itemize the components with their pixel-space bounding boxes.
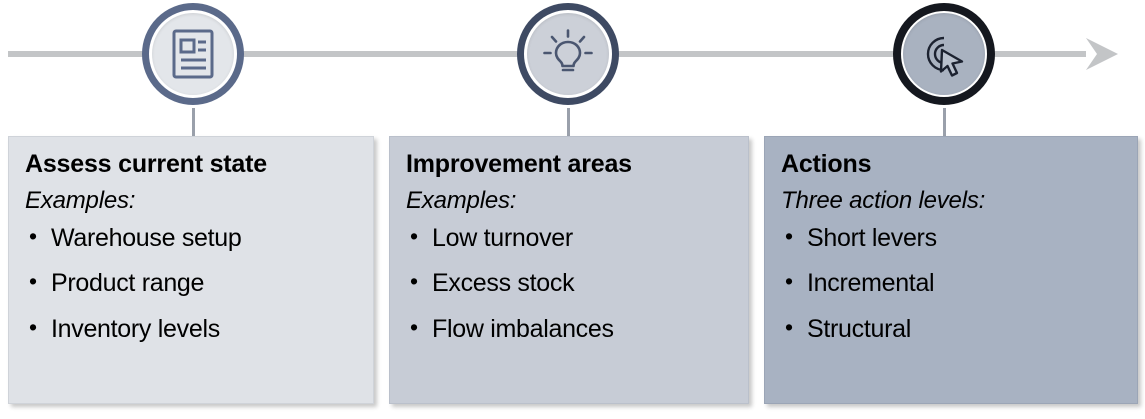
list-item: Warehouse setup <box>25 224 357 253</box>
cursor-click-target-icon <box>920 30 968 78</box>
card-subtitle: Examples: <box>406 186 517 214</box>
timeline-node-actions[interactable] <box>893 3 995 105</box>
card-title: Improvement areas <box>406 150 632 178</box>
list-item: Flow imbalances <box>406 315 732 344</box>
timeline-node-improvement[interactable] <box>517 3 619 105</box>
card-title: Actions <box>781 150 872 178</box>
connector-line-2 <box>567 108 570 136</box>
card-improvement-areas: Improvement areas Examples: Low turnover… <box>389 136 749 404</box>
card-bullet-list: Low turnover Excess stock Flow imbalance… <box>406 224 732 344</box>
arrow-right-notch <box>1086 38 1097 70</box>
card-subtitle: Examples: <box>25 186 136 214</box>
list-item: Structural <box>781 315 1121 344</box>
node-inner-circle-3 <box>903 13 985 95</box>
node-inner-circle-1 <box>152 13 234 95</box>
card-actions: Actions Three action levels: Short lever… <box>764 136 1138 404</box>
node-inner-circle-2 <box>527 13 609 95</box>
list-item: Excess stock <box>406 269 732 298</box>
lightbulb-idea-icon <box>543 29 593 79</box>
list-item: Incremental <box>781 269 1121 298</box>
card-bullet-list: Warehouse setup Product range Inventory … <box>25 224 357 344</box>
list-item: Inventory levels <box>25 315 357 344</box>
connector-line-1 <box>192 108 195 136</box>
list-item: Low turnover <box>406 224 732 253</box>
connector-line-3 <box>943 108 946 136</box>
card-bullet-list: Short levers Incremental Structural <box>781 224 1121 344</box>
card-assess-current-state: Assess current state Examples: Warehouse… <box>8 136 374 404</box>
card-subtitle: Three action levels: <box>781 186 986 214</box>
document-article-icon <box>171 28 215 80</box>
list-item: Short levers <box>781 224 1121 253</box>
list-item: Product range <box>25 269 357 298</box>
timeline-node-assess[interactable] <box>142 3 244 105</box>
card-title: Assess current state <box>25 150 267 178</box>
